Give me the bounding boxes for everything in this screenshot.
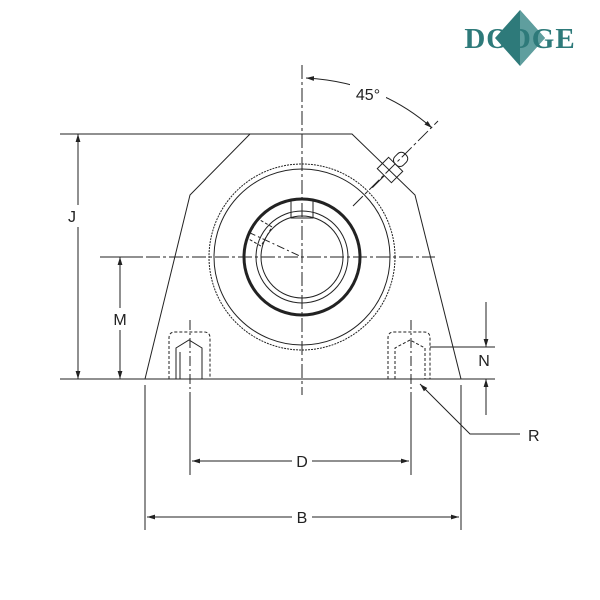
dim-label-b: B xyxy=(297,510,308,527)
dim-label-d: D xyxy=(296,454,308,471)
angled-centerline xyxy=(352,120,439,207)
dim-label-r: R xyxy=(528,428,540,445)
grease-fitting xyxy=(371,151,409,189)
dim-label-n: N xyxy=(478,353,490,370)
setscrew-top xyxy=(290,199,314,219)
dim-label-j: J xyxy=(68,209,76,226)
logo-text: DODGE xyxy=(464,23,575,55)
bolt-hole-left xyxy=(168,320,211,395)
bolt-hole-right xyxy=(387,320,431,395)
setscrew-angled xyxy=(246,218,273,247)
dim-label-m: M xyxy=(113,312,126,329)
dodge-logo: DODGE xyxy=(464,10,575,66)
angle-label: 45° xyxy=(356,87,380,104)
